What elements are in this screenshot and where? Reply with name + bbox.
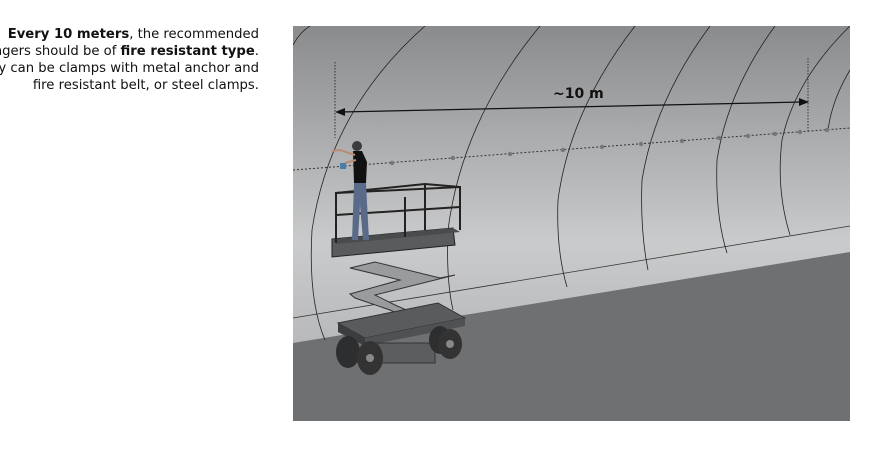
caption-bold-type: fire resistant type: [120, 44, 255, 59]
scissor-lift: [331, 141, 467, 375]
arrow-head-right: [799, 98, 809, 106]
caption-text-2: . They can be clamps with metal anchor a…: [0, 44, 259, 93]
caption-bold-interval: Every 10 meters: [7, 27, 130, 42]
wheel: [336, 336, 383, 375]
arrow-head-left: [335, 108, 345, 116]
dimension-label: ~10 m: [553, 86, 604, 102]
tunnel-floor: [293, 252, 850, 421]
caption-text-1: , the recommended hangers should be of: [0, 27, 259, 59]
hanger-clamps: [389, 127, 830, 166]
dimension-arrow: [339, 101, 804, 113]
caption-text: Every 10 meters, the recommended hangers…: [0, 26, 259, 94]
worker: [331, 141, 369, 240]
cable-line: [293, 127, 850, 171]
wheel: [429, 326, 462, 359]
tunnel-rings: [293, 26, 850, 341]
